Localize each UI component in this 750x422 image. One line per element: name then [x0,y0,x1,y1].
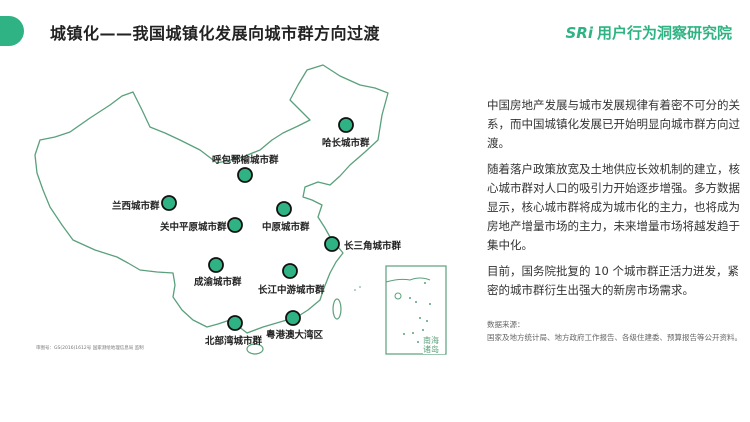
title-accent-tab [0,16,24,46]
city-cluster-label: 北部湾城市群 [205,336,263,347]
city-cluster-marker [282,263,298,279]
city-cluster-label: 兰西城市群 [112,201,160,212]
paragraph: 中国房地产发展与城市发展规律有着密不可分的关系，而中国城镇化发展已开始明显向城市… [487,98,740,150]
hainan-island [246,343,264,355]
city-cluster-label: 成渝城市群 [194,277,242,288]
city-cluster-label: 长江中游城市群 [258,285,325,296]
city-cluster-marker [227,315,243,331]
city-cluster-marker [227,217,243,233]
page-title: 城镇化——我国城镇化发展向城市群方向过渡 [50,24,381,43]
china-outline [34,64,389,334]
city-cluster-label: 呼包鄂榆城市群 [212,155,279,166]
body-text: 中国房地产发展与城市发展规律有着密不可分的关系，而中国城镇化发展已开始明显向城市… [487,96,742,307]
city-cluster-label: 关中平原城市群 [160,222,227,233]
city-cluster-marker [338,117,354,133]
city-cluster-label: 粤港澳大湾区 [266,330,324,341]
city-cluster-marker [161,195,177,211]
city-cluster-marker [208,257,224,273]
city-cluster-marker [285,310,301,326]
paragraph: 随着落户政策放宽及土地供应长效机制的建立，核心城市群对人口的吸引力开始逐步增强。… [487,162,740,252]
city-cluster-label: 中原城市群 [262,222,310,233]
city-cluster-marker [237,167,253,183]
data-source: 数据来源： 国家及地方统计局、地方政府工作报告、各级住建委、预算报告等公开资料。 [487,318,742,344]
city-cluster-label: 哈长城市群 [322,138,370,149]
city-cluster-label: 长三角城市群 [344,241,402,252]
city-cluster-marker [324,236,340,252]
source-label: 数据来源： [487,320,525,329]
map-approval-note: 审图号：GS(2016)1612号 国家测绘地理信息局 监制 [36,346,144,351]
source-text: 国家及地方统计局、地方政府工作报告、各级住建委、预算报告等公开资料。 [487,333,742,342]
south-sea-inset-label: 南海诸岛 [423,336,445,354]
city-cluster-marker [276,201,292,217]
taiwan-island [332,298,342,320]
paragraph: 目前，国务院批复的 10 个城市群正活力迸发，紧密的城市群衍生出强大的新房市场需… [487,264,739,297]
